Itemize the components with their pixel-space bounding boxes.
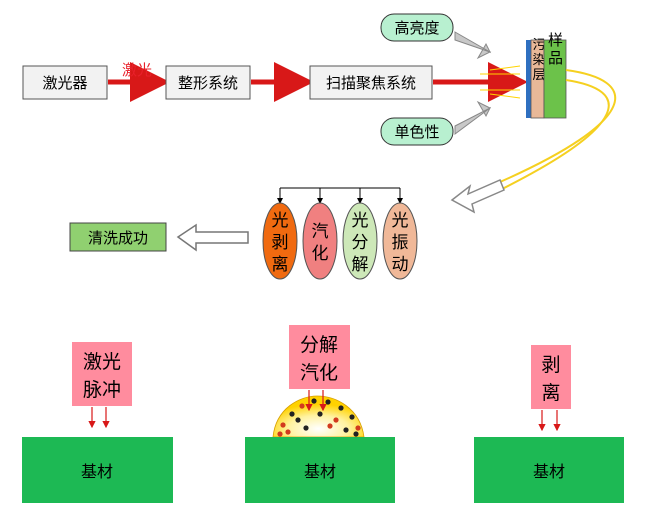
- stage2-substrate-label: 基材: [304, 462, 336, 481]
- stage1-substrate: 基材: [22, 437, 173, 503]
- sample-block: 样品: [543, 32, 567, 119]
- vapor-particle: [285, 429, 291, 435]
- mechanism-3-char: 分: [352, 233, 369, 253]
- vapor-particle: [349, 414, 355, 420]
- stage1-label-line2: 脉冲: [83, 379, 121, 401]
- brightness-arrow: [454, 31, 492, 60]
- property-brightness-pill: 高亮度: [380, 13, 454, 42]
- stage3-label-line1: 剥: [541, 354, 560, 376]
- stage2-label-line2: 汽化: [300, 362, 338, 384]
- reflection-curves: [499, 69, 617, 191]
- vapor-particle: [355, 425, 361, 431]
- scanning-system-box: 扫描聚焦系统: [309, 65, 433, 100]
- scanning-system-label: 扫描聚焦系统: [326, 74, 416, 92]
- vapor-particle: [325, 399, 331, 405]
- laser-beam-arrow-3: [433, 62, 528, 102]
- property-monochromatic-pill: 单色性: [380, 117, 454, 146]
- mechanism-3: 光分解: [342, 202, 378, 280]
- mechanism-1-char: 光: [272, 211, 289, 231]
- stage3-substrate-label: 基材: [533, 462, 565, 481]
- mechanism-4-char: 振: [392, 233, 409, 253]
- contamination-layer-label: 污染层: [530, 38, 546, 83]
- stage3-label-line2: 离: [541, 382, 560, 404]
- mechanism-1-char: 剥: [272, 233, 289, 253]
- stage2-substrate: 基材: [245, 437, 395, 503]
- stage1-label-box: 激光 脉冲: [72, 342, 132, 406]
- result-label: 清洗成功: [88, 229, 148, 247]
- result-box: 清洗成功: [69, 222, 167, 252]
- mechanism-4-char: 光: [392, 211, 409, 231]
- mechanism-3-char: 解: [352, 255, 369, 275]
- mechanism-1-char: 离: [272, 255, 289, 275]
- mechanism-2-char: 汽: [312, 222, 329, 242]
- stage3-pulse-arrows: [538, 410, 561, 432]
- vapor-particle: [303, 425, 309, 431]
- stage1-substrate-label: 基材: [81, 462, 113, 481]
- monochromatic-arrow: [454, 100, 492, 135]
- laser-source-box: 激光器: [22, 65, 108, 100]
- laser-source-label: 激光器: [42, 74, 87, 92]
- sample-label: 样品: [546, 32, 564, 68]
- vapor-particle: [353, 431, 359, 437]
- stage2-label-line1: 分解: [300, 334, 338, 356]
- mechanism-1: 光剥离: [262, 202, 298, 280]
- vapor-particle: [295, 417, 301, 423]
- vapor-particle: [277, 431, 283, 437]
- mechanism-3-char: 光: [352, 211, 369, 231]
- stage3-label-box: 剥 离: [531, 345, 571, 409]
- vapor-particle: [289, 411, 295, 417]
- mechanism-2-char: 化: [312, 244, 329, 264]
- contamination-layer: 污染层: [526, 38, 545, 119]
- mechanism-4: 光振动: [382, 202, 418, 280]
- mechanism-bracket: [277, 187, 403, 204]
- mechanism-4-char: 动: [392, 255, 409, 275]
- hollow-arrow-down-left: [450, 179, 505, 214]
- stage3-substrate: 基材: [474, 437, 624, 503]
- vapor-particle: [333, 417, 339, 423]
- stage2-pulse-arrows: [305, 390, 327, 412]
- stage2-label-box: 分解 汽化: [289, 325, 350, 389]
- vapor-particle: [299, 403, 305, 409]
- shaping-system-label: 整形系统: [178, 74, 238, 92]
- vapor-particle: [338, 405, 344, 411]
- laser-beam-label: 激光: [122, 61, 152, 79]
- vapor-particle: [280, 422, 286, 428]
- mechanism-2: 汽化: [302, 202, 338, 280]
- vapor-particle: [343, 427, 349, 433]
- property-monochromatic-label: 单色性: [394, 123, 439, 141]
- shaping-system-box: 整形系统: [165, 65, 251, 100]
- vapor-particle: [317, 411, 323, 417]
- vapor-particle: [327, 423, 333, 429]
- property-brightness-label: 高亮度: [394, 19, 439, 37]
- mechanism-to-result-arrow: [176, 223, 249, 252]
- stage2-vapor-dome: [272, 395, 365, 438]
- stage1-label-line1: 激光: [83, 351, 121, 373]
- stage1-pulse-arrows: [88, 407, 110, 429]
- vapor-particle: [311, 398, 317, 404]
